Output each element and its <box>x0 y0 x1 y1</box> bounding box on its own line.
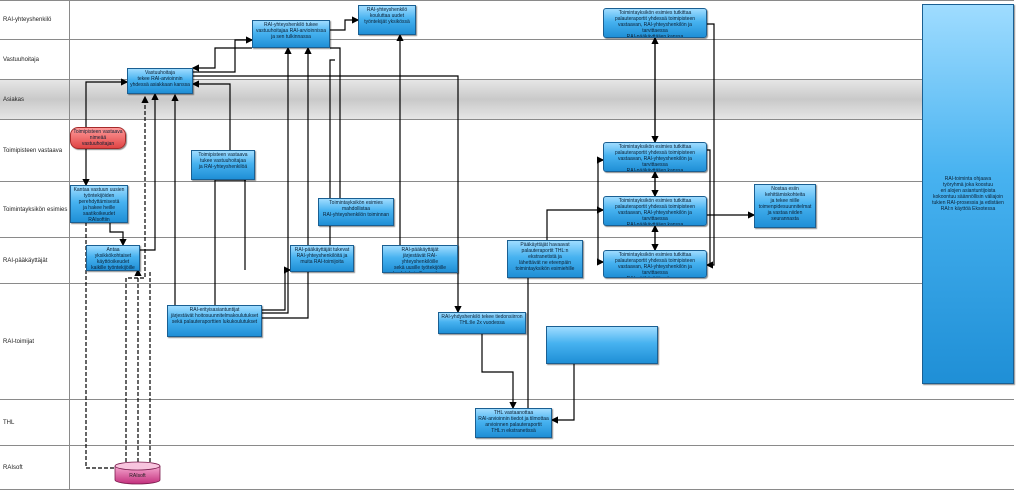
lane-label: THL <box>0 400 70 445</box>
lane-thl: THL <box>0 400 1014 446</box>
raisoft-database: RAIsoft <box>114 461 161 485</box>
yhdyshenkilo-box: RAI-yhdyshenkilö tekee tiedonsiirron THL… <box>438 312 526 334</box>
thl-box: THL vastaanottaa RAI-arvioinnin tiedot j… <box>475 408 552 438</box>
ohjaava-tyoryhma-box: RAI-toiminta ohjaava työryhmä joka koost… <box>922 4 1014 384</box>
talous-box <box>546 326 658 364</box>
tukee-vastuuhoitajaa-box: RAI-yhteyshenkilö tukee vastuuhoitajaa R… <box>252 20 330 48</box>
vastuuhoitaja-box: Vastuuhoitaja tekee RAI-arvioinnin yhdes… <box>127 68 193 94</box>
paakayttajat-havaavat-box: Pääkäyttäjät havaavat palauteraportit TH… <box>507 240 583 278</box>
erityisasiantuntijat-box: RAI-erityisasiantuntijat järjestävät hoi… <box>167 305 262 337</box>
lane-rai-yhteyshenkilo: RAI-yhteyshenkilö <box>0 0 1014 40</box>
paakayttajat-jarjestavat-box: RAI-pääkäyttäjät järjestävät RAI-yhteysh… <box>382 245 458 273</box>
nostaa-kehittamiskohteita-box: Nostaa esiin kehittämiskohteita ja tekee… <box>754 184 816 228</box>
lane-label: RAIsoft <box>0 446 70 489</box>
toimipisteen-tukee-box: Toimipisteen vastaava tukee vastuuhoitaj… <box>191 150 255 180</box>
tutkii-raportit-box-3: Toimintayksikön esimies tutkittaa palaut… <box>603 250 707 278</box>
lane-label: RAI-toimijat <box>0 284 70 399</box>
lane-label: RAI-yhteyshenkilö <box>0 1 70 39</box>
lane-label: RAI-pääkäyttäjät <box>0 238 70 283</box>
lane-toimintayksikon-esimies: Toimintayksikön esimies <box>0 182 1014 238</box>
tutkii-raportit-box-1: Toimintayksikön esimies tutkittaa palaut… <box>603 142 707 172</box>
antaa-oikeudet-box: Antaa yksikkökohtaiset käyttöoikeudet ka… <box>86 245 140 271</box>
lane-label: Toimipisteen vastaava <box>0 120 70 181</box>
tutkii-raportit-box-2: Toimintayksikön esimies tutkittaa palaut… <box>603 196 707 226</box>
start-node: Toimipisteen vastaava nimeää vastuuhoita… <box>70 127 126 149</box>
lane-label: Vastuuhoitaja <box>0 40 70 79</box>
lane-label: Toimintayksikön esimies <box>0 182 70 237</box>
esimies-mahdollistaa-box: Toimintayksikön esimies mahdollistaa RAI… <box>318 198 394 226</box>
tutkii-raportit-box-top: Toimintayksikön esimies tutkittaa palaut… <box>603 8 707 38</box>
kouluttaa-box: RAI-yhteyshenkilö kouluttaa uudet työnte… <box>358 5 416 35</box>
database-icon <box>114 461 161 485</box>
lane-rai-toimijat: RAI-toimijat <box>0 284 1014 400</box>
lane-label: Asiakas <box>0 80 70 119</box>
lane-toimipisteen-vastaava: Toimipisteen vastaava <box>0 120 1014 182</box>
lane-rai-paakayttajat: RAI-pääkäyttäjät <box>0 238 1014 284</box>
lane-vastuuhoitaja: Vastuuhoitaja <box>0 40 1014 80</box>
paakayttajat-tukevat-box: RAI-pääkäyttäjät tukevat RAI-yhteyshenki… <box>290 245 354 272</box>
raisoft-label: RAIsoft <box>129 473 146 479</box>
kantaa-vastuun-box: Kantaa vastuun uusien työntekijöiden per… <box>70 185 128 223</box>
